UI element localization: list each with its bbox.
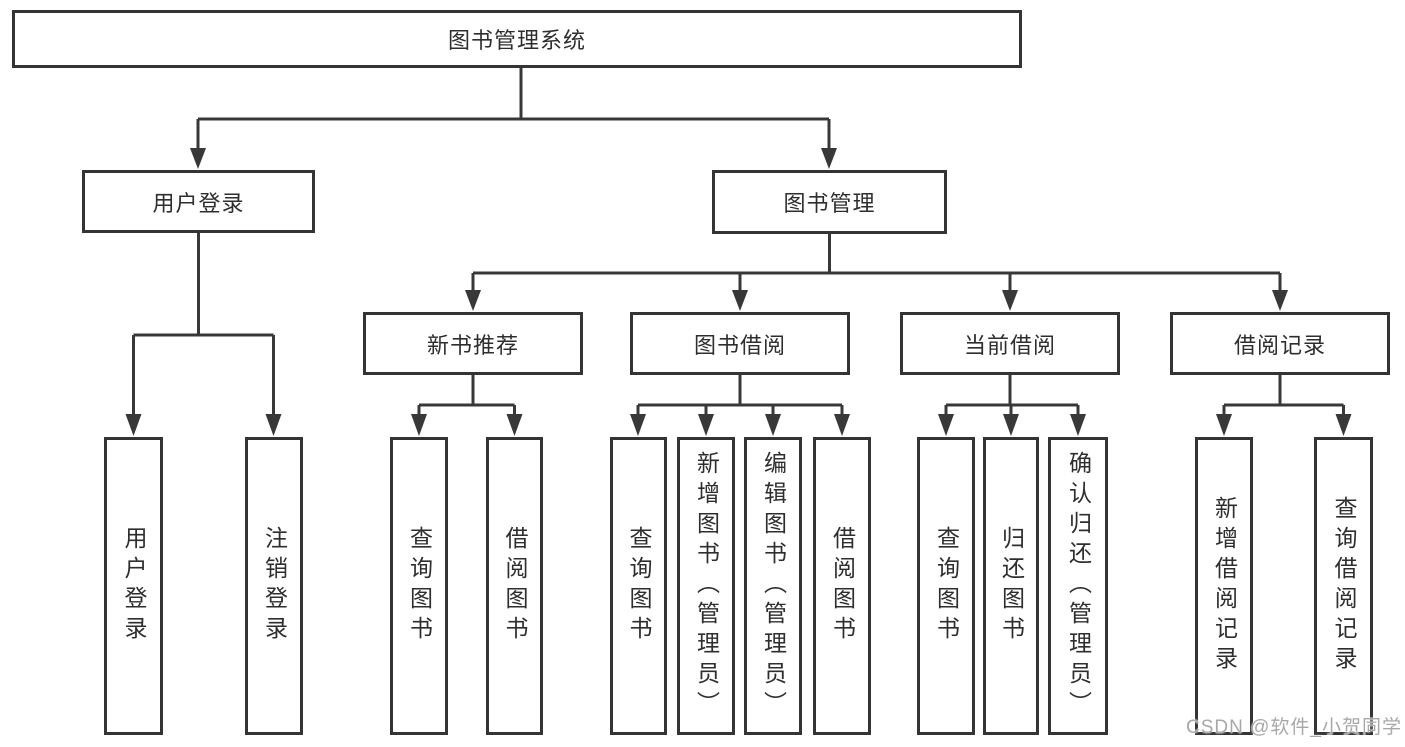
- arrowhead: [698, 414, 714, 436]
- leaf-user-login: 用户登录: [104, 437, 163, 735]
- arrowhead: [732, 290, 748, 311]
- leaf-add-books-admin: 新增图书（管理员）: [677, 437, 735, 735]
- leaf-logout: 注销登录: [245, 437, 303, 735]
- node-book-borrow: 图书借阅: [630, 312, 850, 375]
- arrowhead: [1070, 414, 1086, 436]
- arrowhead: [411, 414, 427, 436]
- leaf-return-books: 归还图书: [983, 437, 1039, 735]
- leaf-query-borrow-record: 查询借阅记录: [1314, 437, 1373, 735]
- leaf-edit-books-admin: 编辑图书（管理员）: [744, 437, 802, 735]
- arrowhead: [938, 414, 954, 436]
- arrowhead: [821, 148, 837, 169]
- leaf-add-borrow-record: 新增借阅记录: [1195, 437, 1253, 735]
- node-root-system: 图书管理系统: [12, 10, 1022, 68]
- leaf-query-books-3: 查询图书: [917, 437, 975, 735]
- node-current-borrow: 当前借阅: [900, 312, 1120, 375]
- node-user-login: 用户登录: [82, 170, 315, 233]
- leaf-borrow-books-2: 借阅图书: [813, 437, 871, 735]
- leaf-borrow-books-1: 借阅图书: [486, 437, 543, 735]
- arrowhead: [506, 414, 523, 436]
- node-borrow-records: 借阅记录: [1170, 312, 1390, 375]
- arrowhead: [1272, 290, 1288, 311]
- leaf-query-books-1: 查询图书: [390, 437, 448, 735]
- arrowhead: [765, 414, 781, 436]
- arrowhead: [125, 414, 142, 436]
- leaf-query-books-2: 查询图书: [610, 437, 667, 735]
- arrowhead: [834, 414, 850, 436]
- arrowhead: [465, 290, 481, 311]
- arrowhead: [1003, 414, 1019, 436]
- arrowhead: [1335, 414, 1352, 436]
- csdn-watermark: CSDN @软件_小贺同学: [1186, 717, 1402, 738]
- node-book-management: 图书管理: [712, 170, 947, 234]
- arrowhead: [1002, 290, 1018, 311]
- arrowhead: [190, 148, 206, 169]
- arrowhead: [630, 414, 646, 436]
- leaf-confirm-return-admin: 确认归还（管理员）: [1048, 437, 1108, 735]
- node-new-book-recommend: 新书推荐: [363, 312, 583, 375]
- arrowhead: [265, 414, 282, 436]
- arrowhead: [1216, 414, 1232, 436]
